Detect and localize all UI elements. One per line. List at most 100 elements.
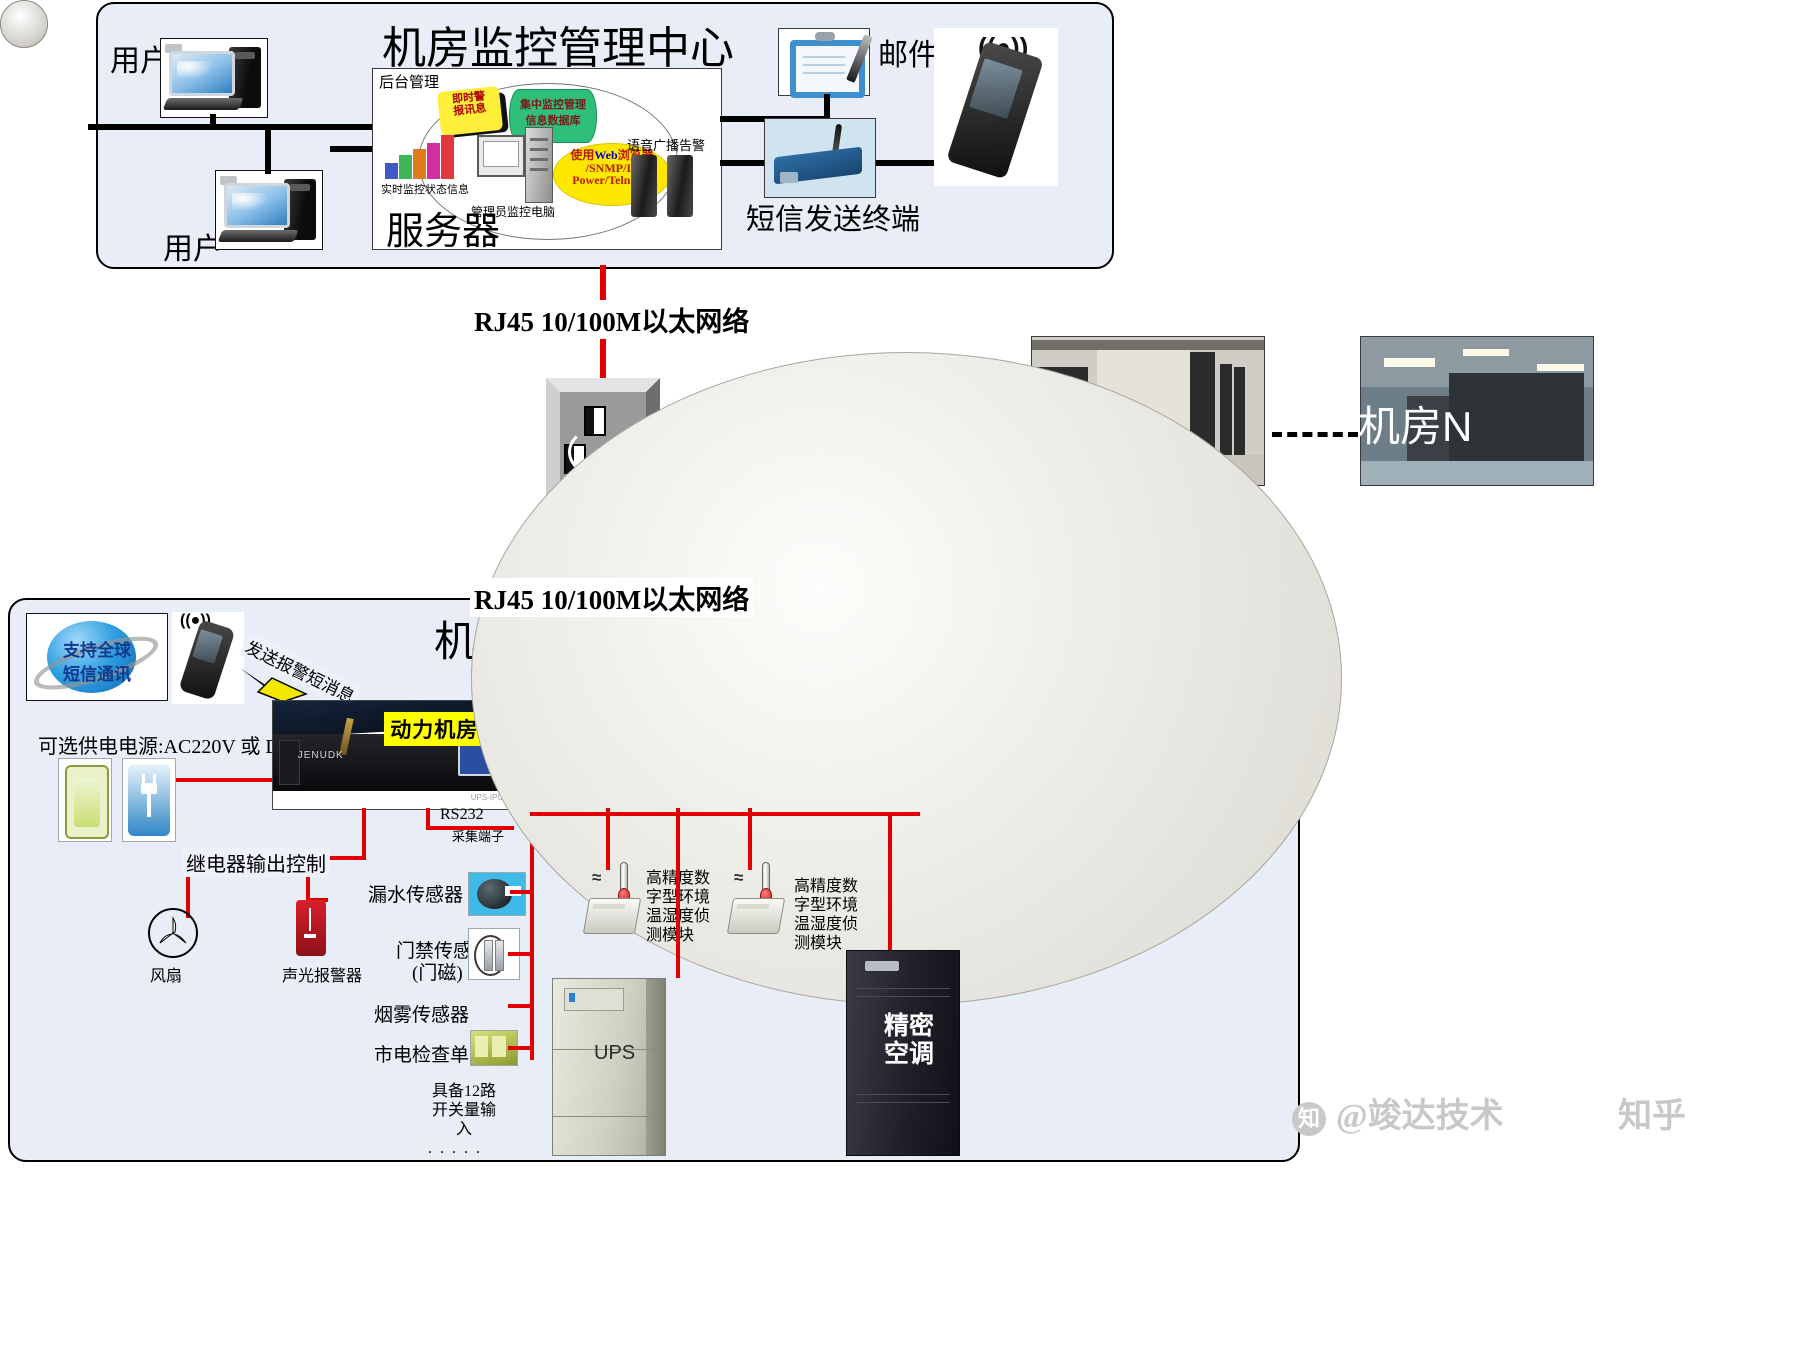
collector-terminal-label: 采集端子 <box>452 829 505 844</box>
speaker-icon <box>165 43 183 54</box>
mail-drop <box>824 94 830 122</box>
admin-crt-icon <box>477 135 525 177</box>
database-cylinder: 集中监控管理信息数据库 <box>509 89 597 143</box>
device-brand: JENUDK <box>297 749 344 761</box>
plug-cord <box>147 792 151 818</box>
ceiling-lamp <box>1384 357 1436 367</box>
watermark-logo-icon: 知 <box>1292 1102 1326 1137</box>
mobile-phone-icon: ((●)) <box>934 28 1058 186</box>
speaker-icon <box>220 175 238 186</box>
monitor-icon <box>169 51 235 97</box>
ups-seam <box>553 1116 665 1118</box>
tower-slot <box>529 138 549 141</box>
precision-ac-label-1: 精密 <box>884 1013 935 1040</box>
mail-icon <box>778 28 873 98</box>
rack-front <box>1407 396 1450 465</box>
precision-ac-device <box>846 950 960 1156</box>
user-pc-2 <box>215 170 323 250</box>
watermark-zhihu: 知乎 <box>1618 1098 1686 1135</box>
rs232-label: RS232 <box>440 806 484 823</box>
link-bottom-label: RJ45 10/100M以太网络 <box>470 578 754 617</box>
user-pc-1 <box>160 38 268 118</box>
humidity-icon-2: ≈ <box>734 868 744 887</box>
server-label: 服务器 <box>386 211 501 253</box>
plug-prong-left <box>142 774 146 786</box>
pad-line <box>803 72 845 75</box>
leak-sensor-label: 漏水传感器 <box>368 885 464 906</box>
rack-row <box>1449 372 1584 465</box>
admin-tower-icon <box>525 127 553 203</box>
tower-slot <box>529 148 549 151</box>
relay-alarm-drop <box>306 856 310 902</box>
sensor-trunk-vertical <box>530 830 534 1060</box>
thm2-link <box>748 808 752 870</box>
rack <box>1233 366 1246 480</box>
mains-block <box>492 1036 506 1057</box>
alarm-bar-vertical <box>308 907 311 932</box>
bar-3 <box>413 149 426 179</box>
globe-ball <box>46 620 137 694</box>
power-source-label: 可选供电电源:AC220V 或 DC48V <box>38 736 328 758</box>
room2-to-roomN-dashed-link <box>1272 432 1358 437</box>
device-bus-left-drop <box>362 808 366 860</box>
smoke-sensor-label: 烟雾传感器 <box>374 1005 470 1026</box>
fan-label: 风扇 <box>150 968 183 985</box>
door-sensor-label-1: 门禁传感器 <box>396 941 492 962</box>
watermark-author: 知 @竣达技术 <box>1292 1088 1504 1137</box>
room1-mobile-phone-icon: ((●)) <box>172 612 244 704</box>
ups-link <box>676 808 680 978</box>
modem-connector <box>780 172 798 183</box>
clip-top-icon <box>815 31 835 41</box>
ups-seam <box>553 1049 665 1051</box>
plug-icon-frame <box>122 758 176 842</box>
rack-ear-left <box>279 739 300 786</box>
ac-display <box>864 961 899 972</box>
ups-device <box>552 978 666 1156</box>
mains-check-link <box>508 1046 534 1050</box>
watermark-author-text: @竣达技术 <box>1336 1098 1504 1135</box>
battery-icon <box>65 765 109 839</box>
speaker-right <box>666 155 693 217</box>
roomN-label: 机房N <box>1358 403 1473 450</box>
ceiling-lamp <box>1463 348 1510 357</box>
tower-slot <box>529 158 549 161</box>
temp-module-2-label: 高精度数 字型环境 温湿度侦 测模块 <box>794 878 859 952</box>
sound-light-alarm-label: 声光报警器 <box>282 968 363 985</box>
rack <box>1219 363 1232 480</box>
bar-1 <box>385 163 398 179</box>
global-sms-globe: 支持全球 短信通讯 <box>26 613 168 701</box>
battery-icon-frame <box>58 758 112 842</box>
speaker-pair-icon <box>631 155 693 217</box>
user-pc1-drop <box>210 114 216 130</box>
pad-line <box>803 55 845 58</box>
bar-5 <box>441 135 454 179</box>
voice-alarm-label: 语音广播告警 <box>627 138 706 153</box>
bar-2 <box>399 155 412 179</box>
pad-line <box>803 64 845 67</box>
sms-terminal-label: 短信发送终端 <box>746 204 921 236</box>
plug-icon <box>128 764 170 836</box>
smoke-sensor-link <box>508 1004 534 1008</box>
mains-block <box>474 1036 489 1057</box>
admin-pc-label: 管理员监控电脑 <box>471 205 556 219</box>
door-wire <box>474 935 507 976</box>
speaker-left <box>631 155 658 217</box>
realtime-status-label: 实时监控状态信息 <box>381 184 469 196</box>
ups-panel <box>564 987 625 1011</box>
plug-prong-right <box>152 774 156 786</box>
ups-side <box>645 979 665 1155</box>
sensor-trunk-drop <box>426 808 430 830</box>
twelve-channel-line-1: 具备12路 开关量输 入 <box>432 1083 497 1139</box>
relay-output-label: 继电器输出控制 <box>182 848 330 877</box>
ac-grill <box>855 1101 951 1103</box>
ups-led <box>568 993 576 1002</box>
door-magnet-2 <box>495 940 504 971</box>
leak-sensor-link <box>510 890 534 894</box>
temp-humidity-module-2 <box>726 898 786 934</box>
precision-ac-label-2: 空调 <box>884 1041 935 1068</box>
user-label-2: 用户 <box>163 233 223 266</box>
roomN-photo <box>1360 336 1594 486</box>
user-bus-to-server <box>330 146 378 152</box>
ac-grill <box>855 1093 951 1095</box>
